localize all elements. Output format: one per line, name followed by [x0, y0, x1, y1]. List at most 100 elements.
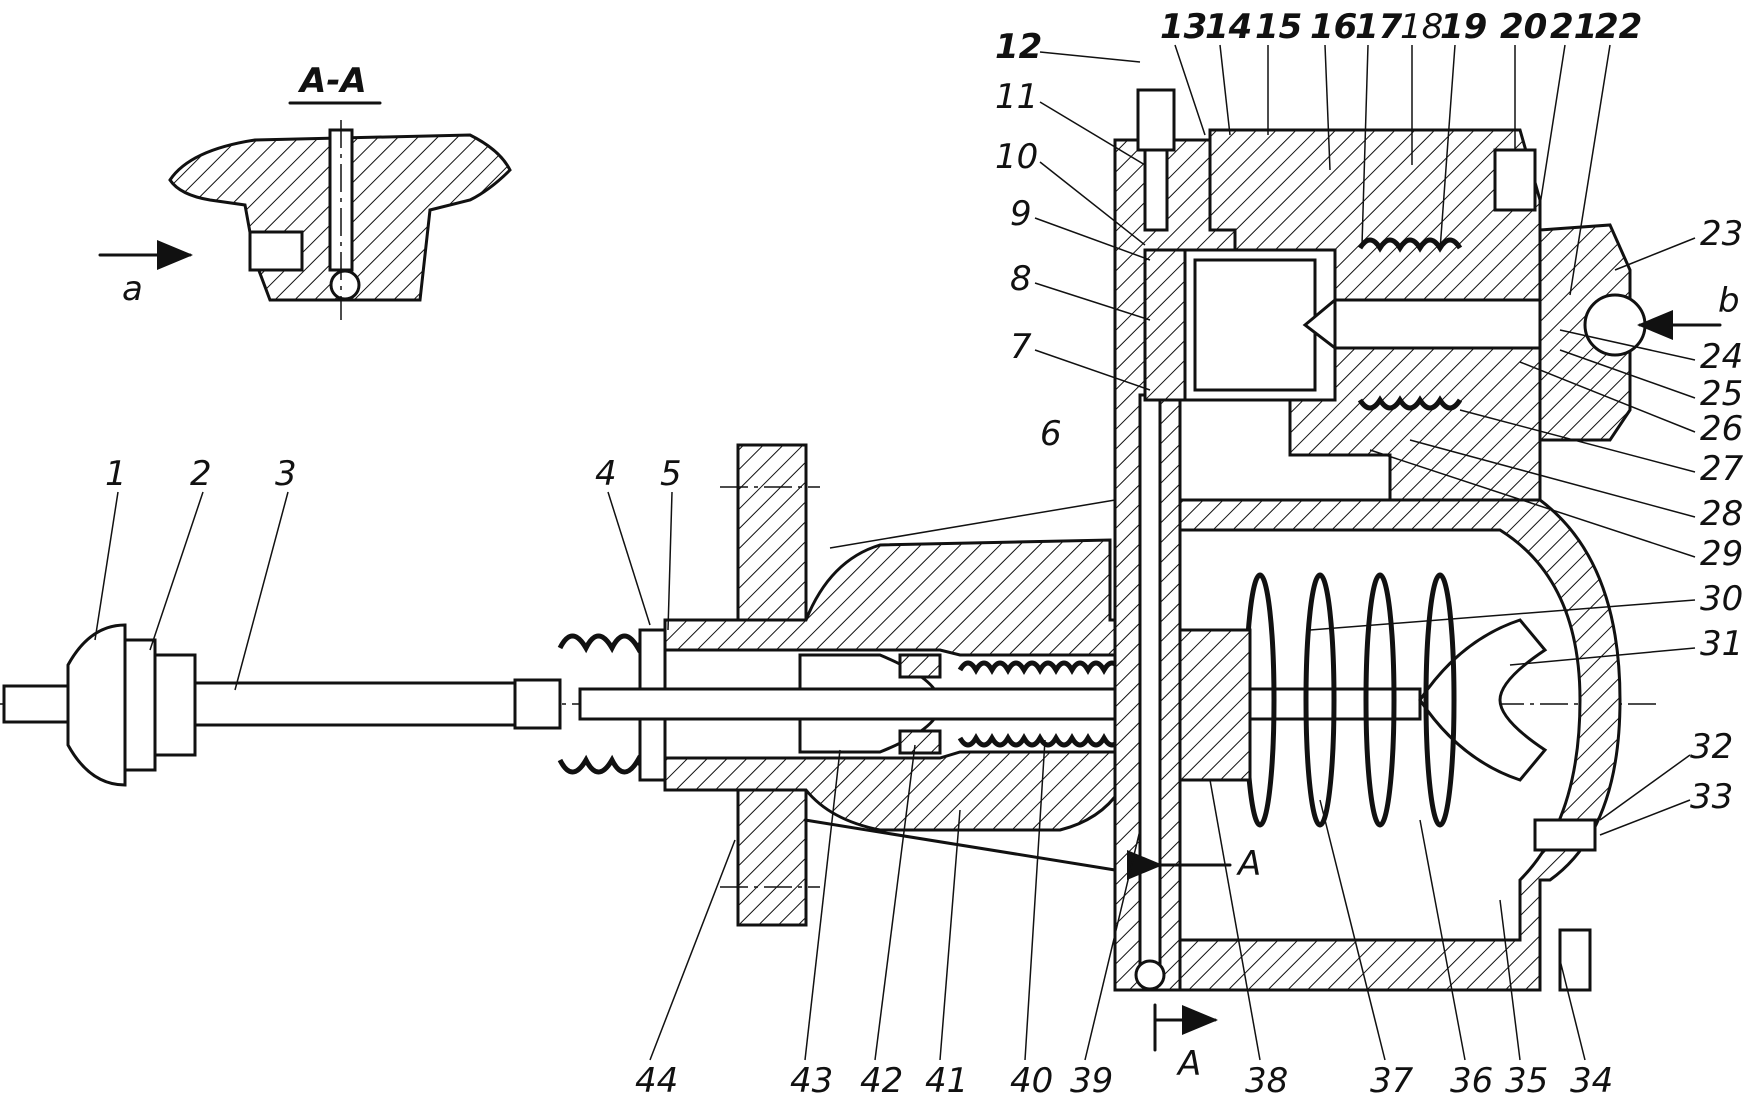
part-label-41: 41: [925, 1061, 968, 1101]
piston-38: [1178, 628, 1252, 782]
part-label-24: 24: [1700, 337, 1743, 377]
booster-shell: [1178, 498, 1622, 992]
part-label-31: 31: [1700, 624, 1743, 664]
part-label-8: 8: [1010, 259, 1032, 299]
main-shaft: [578, 687, 1422, 721]
leader-7: [1034, 349, 1151, 391]
part-label-37: 37: [1370, 1061, 1414, 1101]
bleed-valve-12: [1136, 88, 1176, 152]
leader-33: [1599, 799, 1691, 836]
leader-9: [1034, 217, 1151, 261]
leader-32: [1599, 754, 1691, 821]
leader-40: [1024, 739, 1046, 1061]
section-mark-lower: A: [1176, 1044, 1201, 1084]
part-label-30: 30: [1700, 579, 1743, 619]
section-view-title: A-A: [297, 61, 367, 101]
leader-37: [1319, 799, 1386, 1061]
part-label-22: 22: [1595, 7, 1642, 47]
part-label-11: 11: [995, 77, 1038, 117]
rod-end: [2, 684, 78, 724]
diaphragm-31: [1418, 618, 1548, 782]
part-label-10: 10: [995, 137, 1038, 177]
part-label-27: 27: [1700, 449, 1744, 489]
valve-stem: [1333, 298, 1567, 350]
leader-42: [874, 744, 916, 1061]
leader-2: [149, 491, 204, 651]
coil-springs-36-37: [1243, 572, 1457, 828]
view-arrow-a-label: a: [122, 269, 143, 309]
leader-24: [1559, 329, 1696, 361]
leader-5: [667, 491, 673, 631]
valve-cone: [1302, 296, 1337, 352]
part-label-12: 12: [995, 27, 1042, 67]
part-label-32: 32: [1690, 727, 1733, 767]
part-label-33: 33: [1690, 777, 1733, 817]
leader-38: [1209, 779, 1261, 1061]
leader-34: [1559, 959, 1586, 1061]
leader-11: [1039, 101, 1146, 166]
leader-43: [804, 749, 841, 1061]
part-label-1: 1: [105, 454, 127, 494]
part-label-35: 35: [1505, 1061, 1548, 1101]
part-label-15: 15: [1255, 7, 1302, 47]
part-label-20: 20: [1500, 7, 1547, 47]
leader-23: [1614, 237, 1696, 271]
part-label-36: 36: [1450, 1061, 1493, 1101]
leader-1: [94, 491, 119, 641]
leader-6: [829, 499, 1116, 549]
part-label-3: 3: [275, 454, 297, 494]
seal-42-top: [898, 653, 942, 679]
part-label-29: 29: [1700, 534, 1743, 574]
leader-28: [1409, 439, 1696, 518]
leader-44: [649, 839, 736, 1061]
part-label-13: 13: [1160, 7, 1207, 47]
section-ball: [329, 269, 361, 301]
part-label-4: 4: [595, 454, 617, 494]
leader-17: [1361, 44, 1369, 246]
seal-42-bottom: [898, 729, 942, 755]
leader-14: [1219, 44, 1231, 136]
leader-19: [1439, 44, 1456, 251]
valve-body: b: [1113, 88, 1740, 992]
lower-flange: [736, 783, 808, 927]
leader-36: [1419, 819, 1466, 1061]
cylinder-upper-wall: [663, 538, 1152, 657]
part-label-25: 25: [1700, 374, 1743, 414]
part-label-38: 38: [1245, 1061, 1288, 1101]
leader-25: [1559, 349, 1696, 399]
push-rod-3: [193, 681, 517, 727]
upper-flange: [736, 443, 808, 627]
leader-22: [1569, 44, 1611, 296]
part-labels: 1 2 3 4 5 6 7 8 9 10 11 12 13 14 15 16 1…: [94, 7, 1744, 1101]
leader-30: [1309, 599, 1696, 631]
leader-13: [1174, 44, 1206, 136]
part-label-16: 16: [1310, 7, 1357, 47]
cap-nut: [66, 623, 127, 787]
leader-16: [1324, 44, 1331, 171]
part-label-19: 19: [1440, 7, 1487, 47]
section-view-a-a: A-A a: [98, 61, 512, 320]
part-label-44: 44: [635, 1061, 678, 1101]
section-mark-upper: A: [1236, 844, 1261, 884]
leader-27: [1459, 409, 1696, 473]
leader-3: [234, 491, 289, 691]
ball-39: [1134, 959, 1166, 991]
part-label-26: 26: [1700, 409, 1743, 449]
main-housing: [578, 443, 1422, 927]
piston-8: [1193, 258, 1317, 392]
section-plug: [248, 230, 304, 272]
return-spring-40: [957, 660, 1123, 748]
leader-39: [1084, 829, 1141, 1061]
housing-flange-edge: [803, 818, 1117, 872]
leader-26: [1519, 361, 1696, 433]
piston-cap-9: [1143, 248, 1187, 402]
part-label-40: 40: [1010, 1061, 1053, 1101]
vertical-channel: [1138, 393, 1162, 967]
view-arrow-b-label: b: [1718, 281, 1740, 321]
plug-20: [1493, 148, 1537, 212]
part-label-21: 21: [1550, 7, 1597, 47]
air-port: [1583, 293, 1647, 357]
part-label-14: 14: [1205, 7, 1252, 47]
locknut-face: [153, 653, 197, 757]
